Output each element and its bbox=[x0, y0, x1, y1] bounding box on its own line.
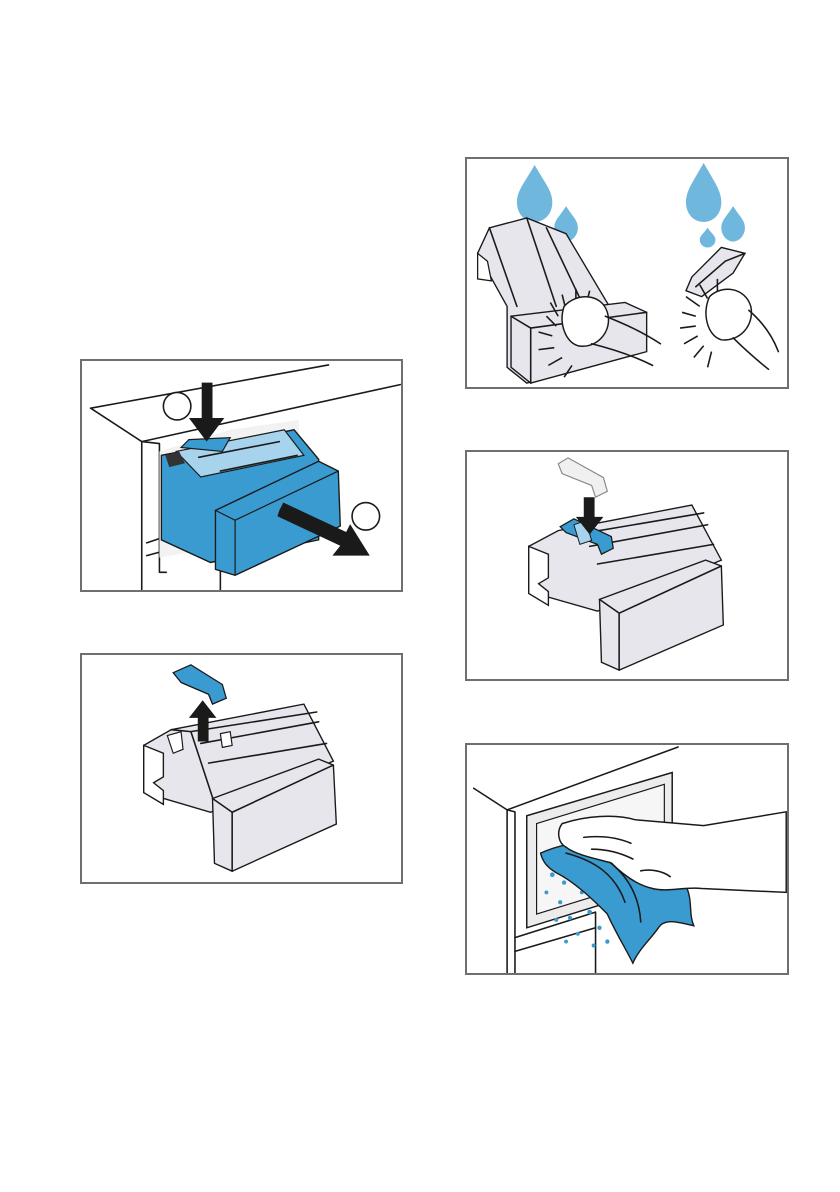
clean-drawer-illustration bbox=[467, 159, 787, 387]
figure-clean-drawer bbox=[465, 157, 789, 389]
figure-remove-drawer bbox=[80, 359, 403, 592]
remove-drawer-illustration bbox=[82, 361, 401, 590]
remove-insert-illustration bbox=[82, 655, 401, 882]
press-arrow-icon bbox=[189, 383, 224, 442]
insert-part bbox=[173, 665, 226, 704]
water-drop-icon bbox=[686, 163, 745, 248]
figure-wipe-recess bbox=[465, 743, 789, 975]
figure-remove-insert bbox=[80, 653, 403, 884]
replace-insert-illustration bbox=[467, 452, 787, 679]
wipe-recess-illustration bbox=[467, 745, 787, 973]
callout-circle-1 bbox=[163, 392, 191, 420]
figure-replace-insert bbox=[465, 450, 789, 681]
callout-circle-2 bbox=[352, 503, 380, 531]
